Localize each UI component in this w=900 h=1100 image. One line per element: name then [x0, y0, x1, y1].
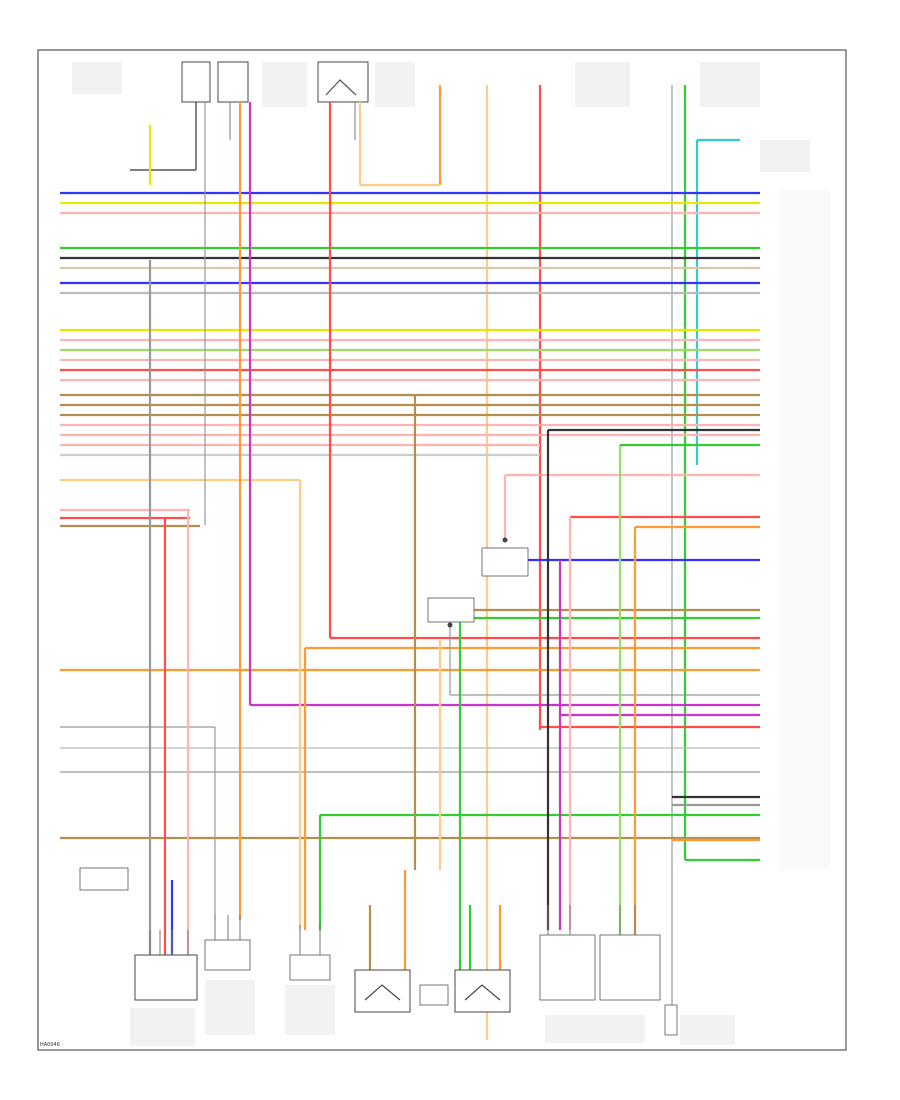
top-relay-box: [317, 61, 369, 140]
bottom-sensor-3: [289, 925, 331, 981]
corner-label: HA0046: [40, 1042, 60, 1048]
harness-rows: [60, 191, 760, 840]
bottom-module-left: [134, 930, 198, 1001]
diagram-frame: [37, 49, 847, 1051]
mid-sensor-2: [427, 597, 475, 628]
bottom-sensor-2: [204, 915, 251, 971]
mid-sensor-1: [481, 537, 529, 577]
vertical-wires: [130, 102, 760, 980]
bottom-connector-right: [664, 1004, 678, 1036]
label-blocks: [72, 62, 830, 1046]
left-side-connector: [79, 867, 129, 891]
bottom-sensor-pair-right: [539, 905, 661, 1001]
bottom-solenoid-pair: [354, 969, 511, 1013]
right-stubs: [305, 473, 760, 862]
